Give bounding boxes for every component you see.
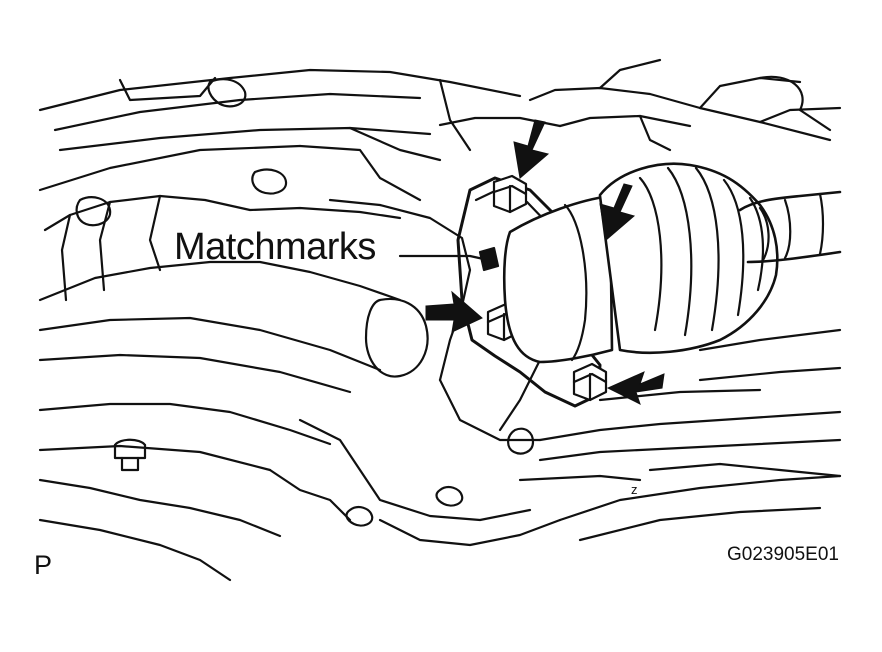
z-marker-label: z	[631, 482, 638, 497]
bolt-top	[492, 174, 528, 214]
differential-housing	[268, 198, 562, 547]
bolt-lower	[572, 362, 608, 402]
drain-plug	[38, 438, 282, 582]
matchmark-leader	[398, 246, 500, 272]
matchmarks-label: Matchmarks	[174, 226, 376, 268]
crossmember-lines	[38, 194, 402, 472]
figure-code: G023905E01	[727, 544, 839, 565]
arrow-icon	[599, 183, 636, 241]
arrow-icon	[425, 290, 483, 333]
lower-frame-lines	[518, 328, 842, 542]
arrow-icon	[513, 119, 550, 179]
arrow-icon	[606, 371, 665, 405]
joint-housing	[502, 188, 642, 364]
vehicle-body-lines	[38, 58, 842, 202]
drive-shaft	[738, 190, 842, 264]
view-letter: P	[34, 550, 53, 580]
cv-boot	[598, 162, 779, 355]
